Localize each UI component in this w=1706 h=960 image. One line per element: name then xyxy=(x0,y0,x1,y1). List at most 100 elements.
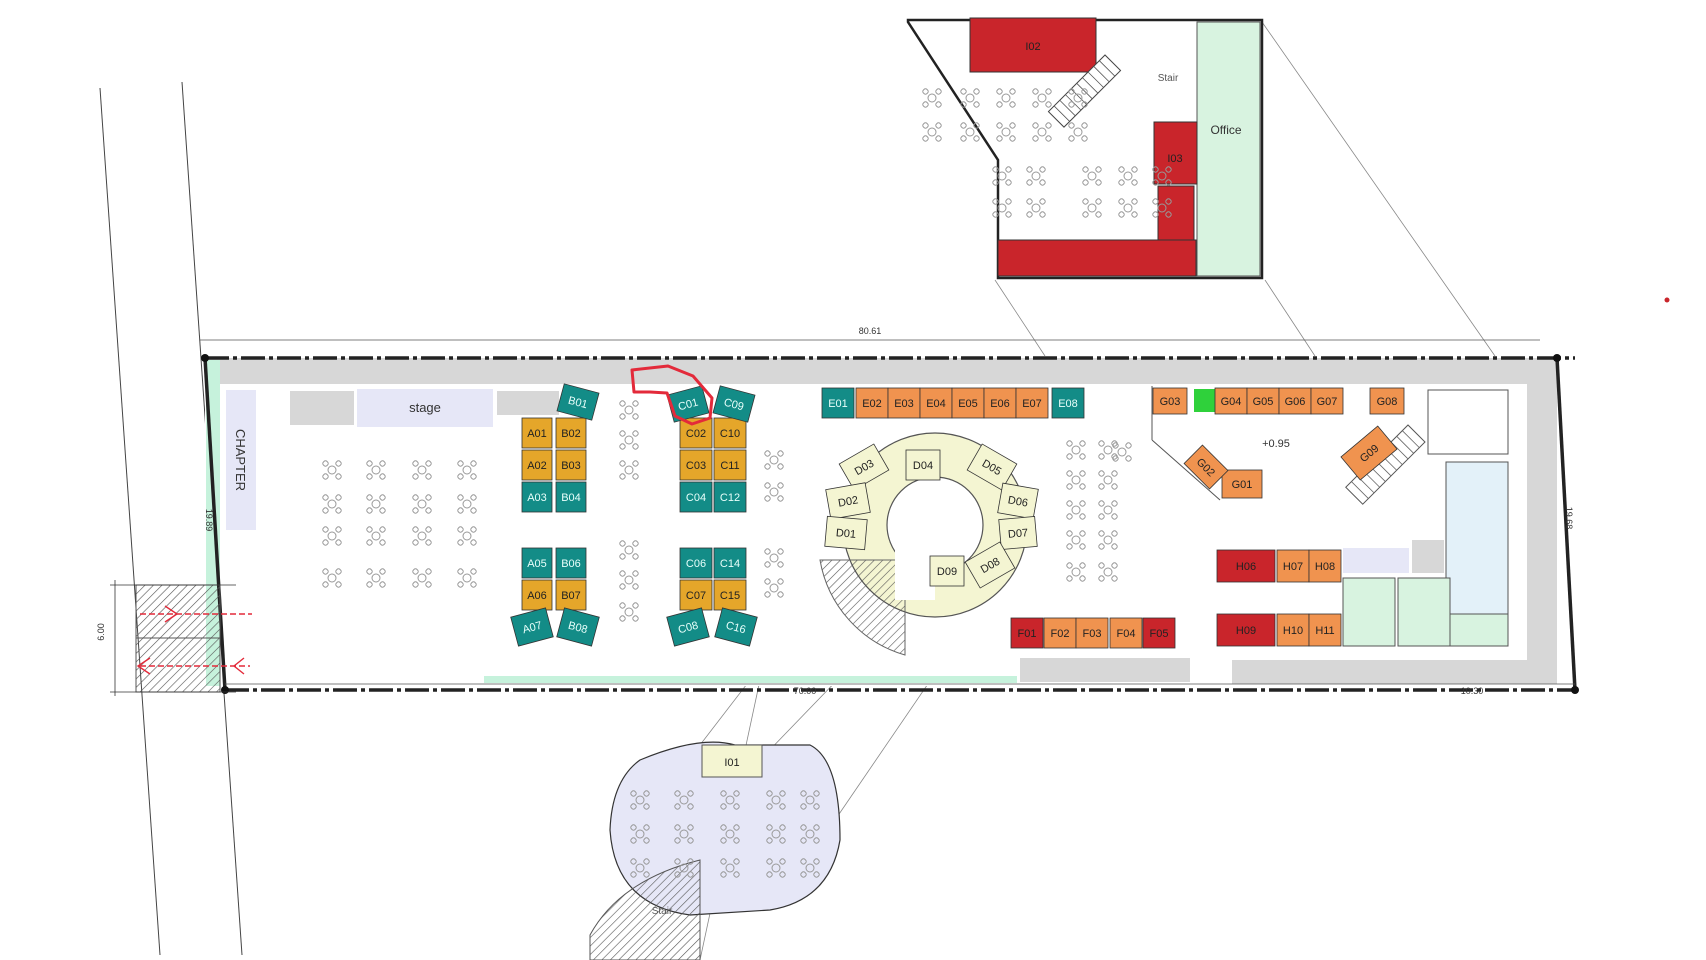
office-room xyxy=(1196,21,1261,277)
booth-C12[interactable]: C12 xyxy=(713,481,747,513)
stage[interactable] xyxy=(357,389,493,427)
booth-G02[interactable]: G02 xyxy=(1183,444,1229,490)
booth-label: H10 xyxy=(1283,625,1303,637)
booth-E06[interactable]: E06 xyxy=(983,387,1017,419)
booth-A05[interactable]: A05 xyxy=(521,547,553,579)
booth-label: H08 xyxy=(1315,561,1335,573)
toilet-block xyxy=(1445,461,1509,615)
booth-D08[interactable]: D08 xyxy=(964,541,1016,589)
booth-I02[interactable] xyxy=(969,17,1097,73)
booth-label: A01 xyxy=(527,428,547,440)
booth-G06[interactable]: G06 xyxy=(1278,387,1312,415)
booth-G05[interactable]: G05 xyxy=(1246,387,1280,415)
booth-H11[interactable]: H11 xyxy=(1308,613,1342,647)
booth-label: H09 xyxy=(1236,625,1256,637)
booth-E08[interactable]: E08 xyxy=(1051,387,1085,419)
booth-E07[interactable]: E07 xyxy=(1015,387,1049,419)
booth-G03[interactable]: G03 xyxy=(1152,387,1188,415)
booth-label: A06 xyxy=(527,590,547,602)
booth-I01[interactable] xyxy=(701,744,763,778)
booth-F02[interactable]: F02 xyxy=(1043,617,1077,649)
chapter-label: CHAPTER xyxy=(233,429,248,491)
booth-E01[interactable]: E01 xyxy=(821,387,855,419)
booth-F04[interactable]: F04 xyxy=(1109,617,1143,649)
booth-H08[interactable]: H08 xyxy=(1308,549,1342,583)
booth-D04[interactable]: D04 xyxy=(905,449,941,481)
booth-G09[interactable]: G09 xyxy=(1340,425,1398,481)
booth-C16[interactable]: C16 xyxy=(714,607,758,647)
entrance-arrow-icon xyxy=(136,605,252,675)
booth-B06[interactable]: B06 xyxy=(555,547,587,579)
booth-G04[interactable]: G04 xyxy=(1214,387,1248,415)
booth-C04[interactable]: C04 xyxy=(679,481,713,513)
booth-H06[interactable]: H06 xyxy=(1216,549,1276,583)
booth-B04[interactable]: B04 xyxy=(555,481,587,513)
booth-C03[interactable]: C03 xyxy=(679,449,713,481)
booth-A06[interactable]: A06 xyxy=(521,579,553,611)
booth-C08[interactable]: C08 xyxy=(666,607,710,647)
booth-D07[interactable]: D07 xyxy=(998,516,1038,550)
dimension-total-width: 80.61 xyxy=(859,326,882,336)
booth-D01[interactable]: D01 xyxy=(824,515,868,551)
booth-label: F04 xyxy=(1117,628,1136,640)
booth-C14[interactable]: C14 xyxy=(713,547,747,579)
booth-label: D01 xyxy=(835,527,856,541)
booth-D09[interactable]: D09 xyxy=(929,555,965,587)
booth-F03[interactable]: F03 xyxy=(1075,617,1109,649)
booth-C10[interactable]: C10 xyxy=(713,417,747,449)
office-label: Office xyxy=(1210,123,1241,137)
booth-B08[interactable]: B08 xyxy=(556,607,600,647)
booth-B07[interactable]: B07 xyxy=(555,579,587,611)
booth-G08[interactable]: G08 xyxy=(1369,387,1405,415)
booth-label: D04 xyxy=(913,460,933,472)
booth-G01[interactable]: G01 xyxy=(1221,469,1263,499)
booth-A01[interactable]: A01 xyxy=(521,417,553,449)
booth-label: G08 xyxy=(1377,396,1398,408)
booth-E02[interactable]: E02 xyxy=(855,387,889,419)
booth-label: D06 xyxy=(1007,494,1029,509)
booth-E05[interactable]: E05 xyxy=(951,387,985,419)
booth-B02[interactable]: B02 xyxy=(555,417,587,449)
booth-I03[interactable] xyxy=(1153,121,1198,185)
booth-E04[interactable]: E04 xyxy=(919,387,953,419)
booth-F05[interactable]: F05 xyxy=(1142,617,1176,649)
stair-label: Stair xyxy=(652,906,673,917)
booth-label: I03 xyxy=(1167,153,1182,165)
booth-label: C01 xyxy=(677,397,700,414)
booth-B01[interactable]: B01 xyxy=(556,383,600,421)
booth-label: A03 xyxy=(527,492,547,504)
booth-D06[interactable]: D06 xyxy=(997,482,1039,520)
booth-H07[interactable]: H07 xyxy=(1276,549,1310,583)
booth-label: G01 xyxy=(1232,479,1253,491)
dimension-right-height: 19.68 xyxy=(1564,507,1574,530)
booth-label: G07 xyxy=(1317,396,1338,408)
booth-D02[interactable]: D02 xyxy=(825,482,871,520)
booth-A03[interactable]: A03 xyxy=(521,481,553,513)
booth-label: E03 xyxy=(894,398,914,410)
booth-B03[interactable]: B03 xyxy=(555,449,587,481)
booth-label: C03 xyxy=(686,460,706,472)
booth-C07[interactable]: C07 xyxy=(679,579,713,611)
booth-label: E04 xyxy=(926,398,946,410)
booth-C09[interactable]: C09 xyxy=(712,385,756,423)
booth-C11[interactable]: C11 xyxy=(713,449,747,481)
booth-C06[interactable]: C06 xyxy=(679,547,713,579)
booth-F01[interactable]: F01 xyxy=(1010,617,1044,649)
booth-C15[interactable]: C15 xyxy=(713,579,747,611)
booth-label: C02 xyxy=(686,428,706,440)
booth-A02[interactable]: A02 xyxy=(521,449,553,481)
booth-label: E05 xyxy=(958,398,978,410)
booth-label: B07 xyxy=(561,590,581,602)
booth-H10[interactable]: H10 xyxy=(1276,613,1310,647)
booth-label: I02 xyxy=(1025,41,1040,53)
booth-D05[interactable]: D05 xyxy=(966,443,1018,491)
booth-G07[interactable]: G07 xyxy=(1310,387,1344,415)
booth-H09[interactable]: H09 xyxy=(1216,613,1276,647)
booth-C01[interactable]: C01 xyxy=(666,385,710,423)
booth-D03[interactable]: D03 xyxy=(838,443,890,491)
booth-label: D02 xyxy=(837,494,859,509)
table-icon xyxy=(921,87,943,109)
booth-label: C09 xyxy=(722,397,745,414)
booth-A07[interactable]: A07 xyxy=(510,607,554,647)
booth-E03[interactable]: E03 xyxy=(887,387,921,419)
